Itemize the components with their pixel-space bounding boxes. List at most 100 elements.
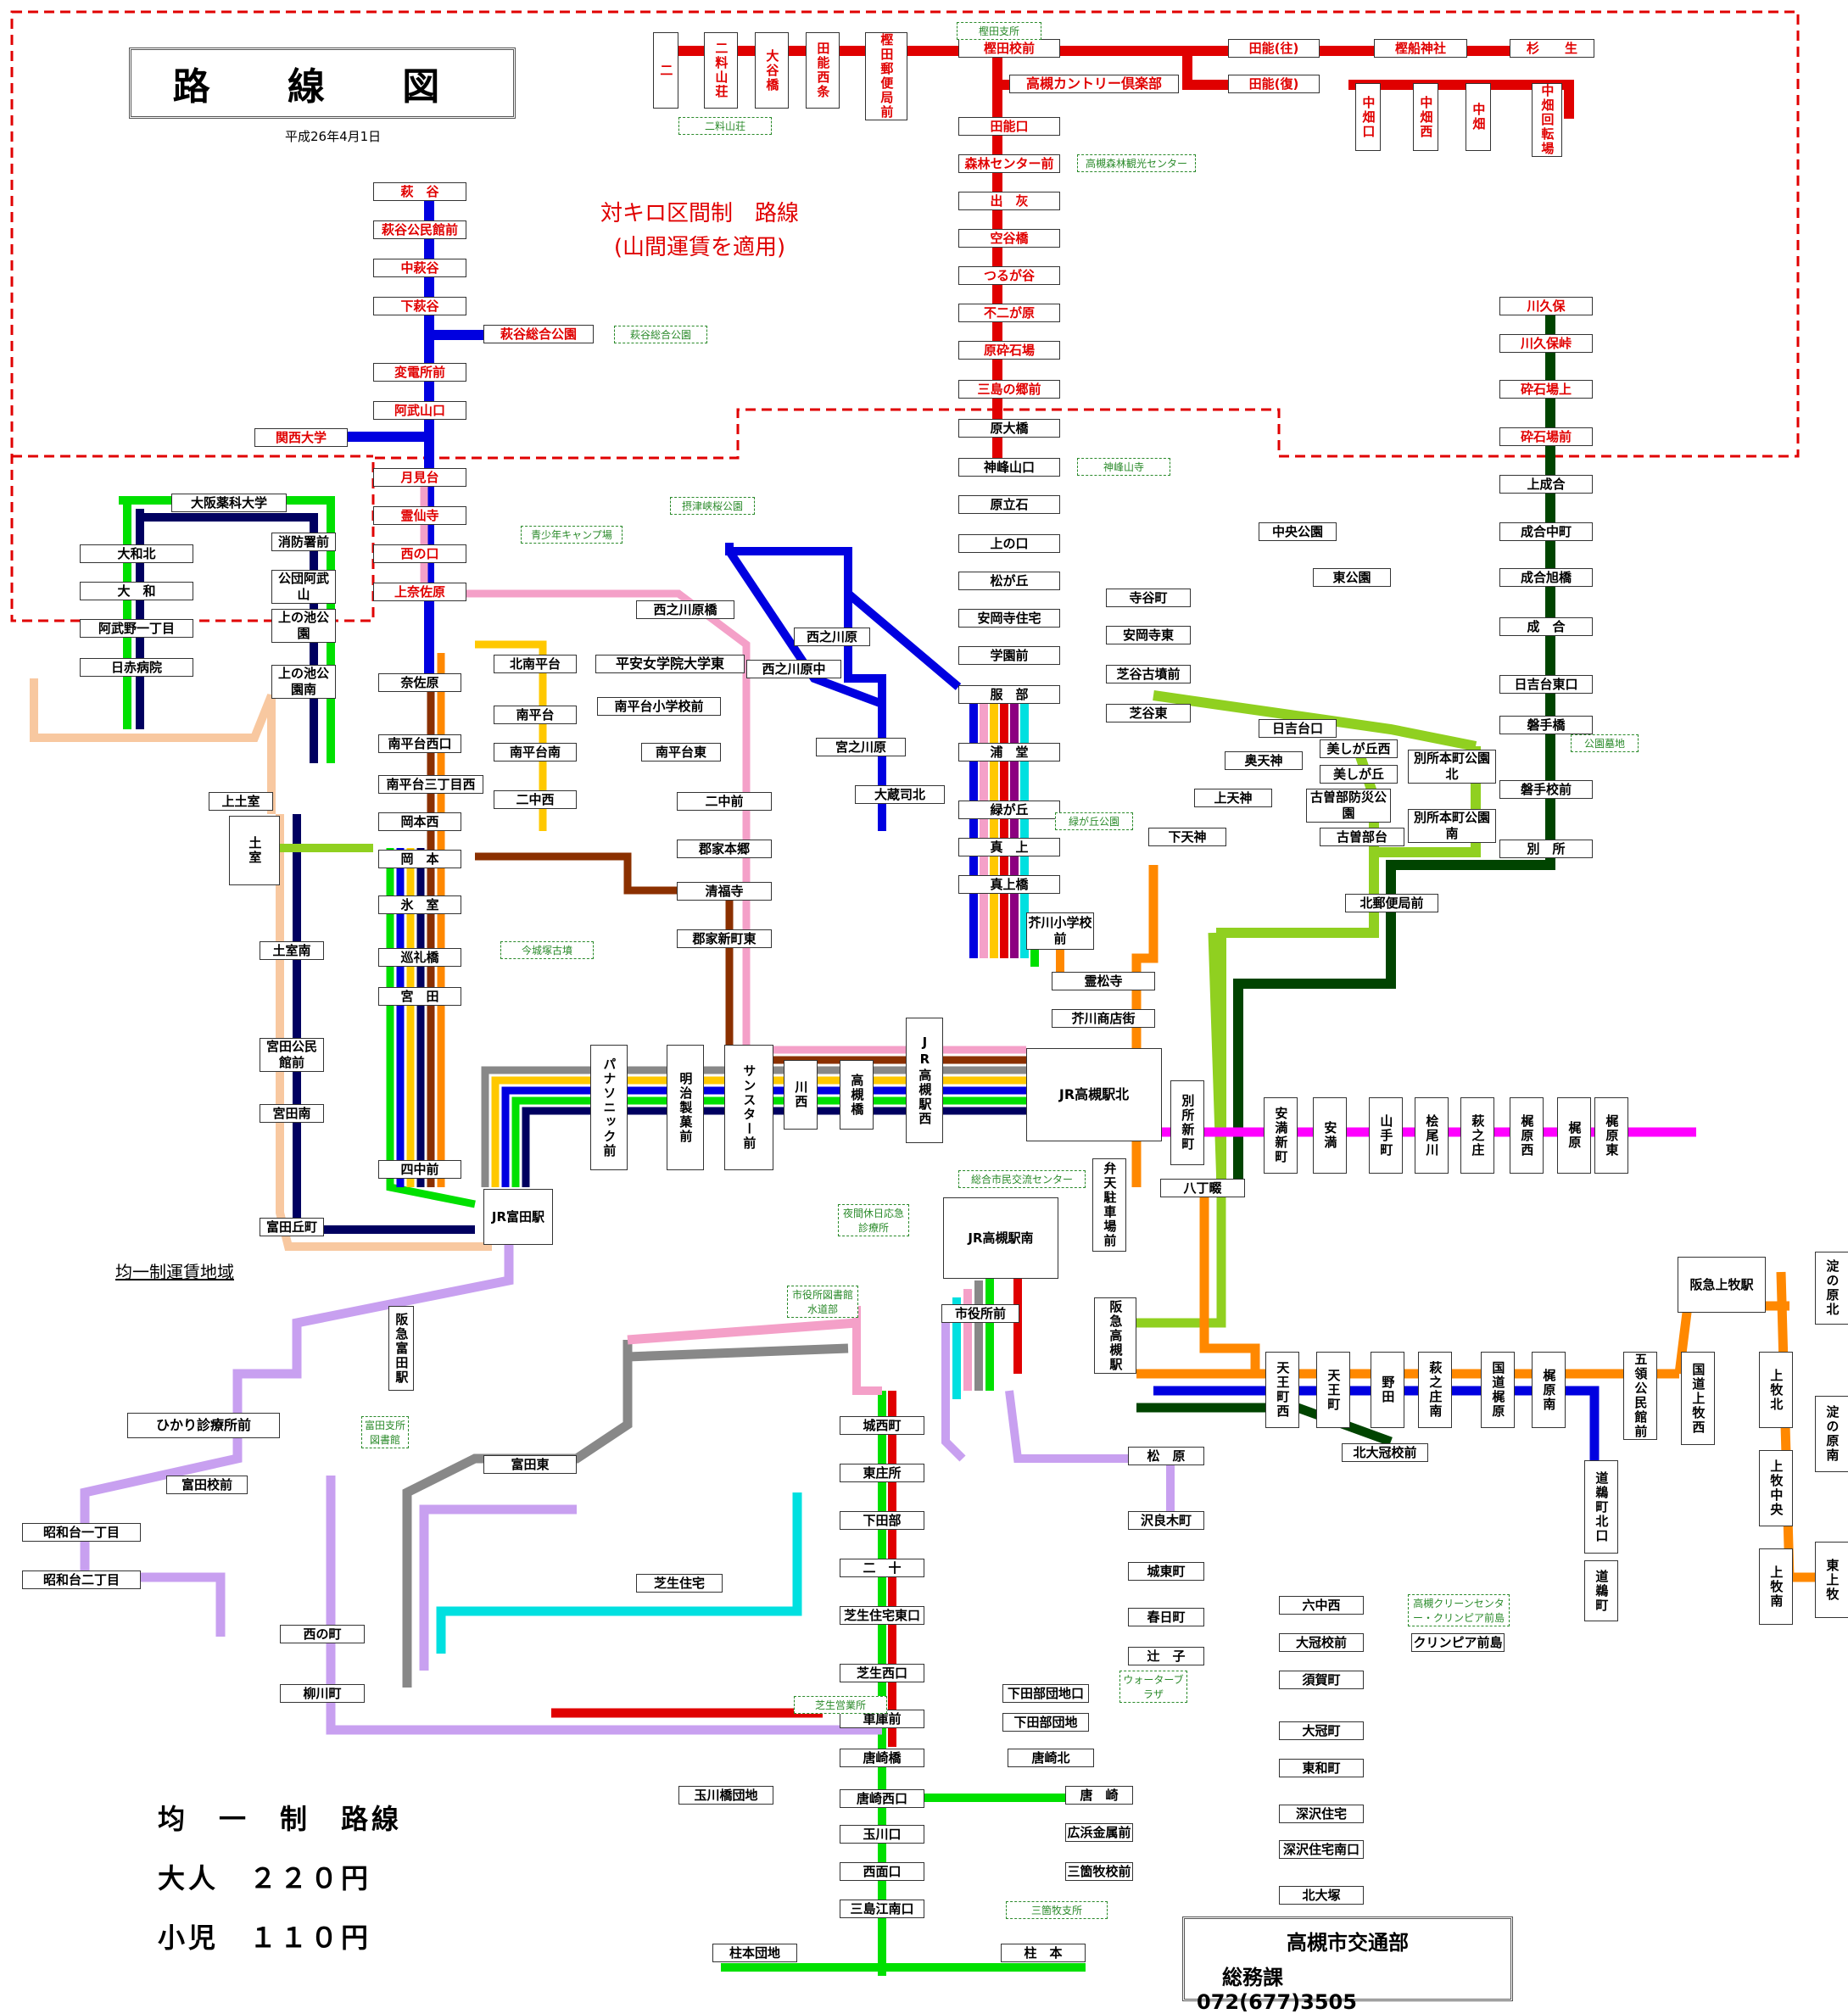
- stop-label: 柱 本: [1001, 1944, 1086, 1962]
- stop-label: 北郵便局前: [1345, 894, 1438, 912]
- stop-label: 唐崎西口: [840, 1789, 924, 1808]
- stop-label: 学園前: [958, 646, 1060, 665]
- stop-label: つるが谷: [958, 266, 1060, 285]
- stop-label: 芝生住宅: [636, 1574, 723, 1593]
- stop-label: 芝谷古墳前: [1106, 665, 1191, 683]
- stop-label: 大 和: [80, 582, 193, 600]
- stop-label: 日吉台口: [1259, 719, 1337, 738]
- stop-label: 須賀町: [1279, 1671, 1364, 1689]
- stop-label: 東庄所: [840, 1464, 924, 1482]
- stop-label: 萩谷公民館前: [373, 220, 466, 239]
- page-title: 路 線 図: [129, 47, 516, 119]
- stop-label: 淀の原北: [1815, 1252, 1848, 1325]
- stop-label: 神峰山口: [958, 458, 1060, 477]
- stop-label: 萩之庄: [1460, 1097, 1494, 1174]
- stop-label: JR高槻駅南: [943, 1197, 1058, 1279]
- stop-label: 清福寺: [677, 882, 772, 901]
- stop-label: 岡本西: [378, 812, 461, 831]
- stop-label: 道鵜町北口: [1584, 1460, 1618, 1554]
- stop-label: 道鵜町: [1584, 1560, 1618, 1621]
- stop-label: 中畑口: [1355, 83, 1381, 151]
- stop-label: 南平台東: [641, 743, 721, 762]
- stop-label: 唐崎北: [1008, 1749, 1094, 1767]
- stop-label: 二料山荘: [704, 32, 738, 109]
- landmark-label: 青少年キャンプ場: [521, 526, 623, 544]
- stop-label: 南平台: [494, 706, 577, 724]
- stop-label: JR高槻駅西: [906, 1018, 943, 1143]
- stop-label: 中畑: [1466, 83, 1491, 151]
- stop-label: 二 十: [840, 1559, 924, 1577]
- stop-label: 沢良木町: [1128, 1511, 1204, 1530]
- landmark-label: 摂津峡桜公園: [670, 497, 755, 515]
- stop-label: 成 合: [1499, 617, 1593, 636]
- fare-adult: 大人 ２２０円: [158, 1862, 372, 1894]
- stop-label: 上の池公園: [271, 609, 336, 643]
- stop-label: JR富田駅: [483, 1189, 553, 1245]
- stop-label: クリンピア前島: [1411, 1633, 1505, 1652]
- stop-label: 明治製菓前: [667, 1045, 704, 1170]
- stop-label: 安岡寺東: [1106, 626, 1191, 644]
- stop-label: 弁天駐車場前: [1092, 1158, 1126, 1252]
- stop-label: 出 灰: [958, 192, 1060, 210]
- stop-label: 芥川小学校前: [1026, 912, 1094, 950]
- stop-label: 国道上牧西: [1681, 1352, 1715, 1445]
- stop-label: 消防署前: [271, 533, 336, 551]
- contact-row: 総務課 072(677)3505: [1197, 1961, 1499, 2014]
- stop-label: 奈佐原: [378, 673, 461, 692]
- stop-label: 上牧北: [1759, 1352, 1793, 1428]
- stop-label: 西之川原中: [746, 660, 841, 678]
- stop-label: 野田: [1371, 1352, 1404, 1428]
- stop-label: 宮 田: [378, 987, 461, 1006]
- stop-label: 西の町: [280, 1625, 365, 1643]
- stop-label: 大蔵司北: [855, 785, 945, 804]
- stop-label: 不二が原: [958, 304, 1060, 322]
- stop-label: ひかり診療所前: [127, 1413, 280, 1438]
- contact-dept: 総務課: [1222, 1966, 1283, 1989]
- stop-label: 南平台三丁目西: [378, 775, 483, 794]
- stop-label: 樫田郵便局前: [865, 32, 907, 120]
- stop-label: 梶原: [1557, 1097, 1591, 1174]
- stop-label: 寺谷町: [1106, 589, 1191, 607]
- stop-label: 城東町: [1128, 1562, 1204, 1581]
- stop-label: 五領公民館前: [1623, 1352, 1657, 1440]
- route-darkgreen: [1233, 305, 1555, 1187]
- stop-label: 日赤病院: [80, 658, 193, 677]
- contact-phone: 072(677)3505: [1197, 1990, 1357, 2014]
- stop-label: 大冠校前: [1279, 1633, 1364, 1652]
- stop-label: 唐崎橋: [840, 1749, 924, 1767]
- stop-label: 昭和台一丁目: [22, 1523, 141, 1542]
- stop-label: 磐手校前: [1499, 780, 1593, 799]
- stop-label: 三箇牧校前: [1065, 1862, 1133, 1881]
- stop-label: 下天神: [1148, 828, 1226, 846]
- stop-label: 浦 堂: [958, 743, 1060, 762]
- stop-label: 別所本町公園北: [1408, 750, 1496, 784]
- stop-label: 田能(復): [1228, 75, 1320, 93]
- stop-label: 霊松寺: [1052, 972, 1155, 990]
- stop-label: 大冠町: [1279, 1721, 1364, 1740]
- stop-label: 成合旭橋: [1499, 568, 1593, 587]
- landmark-label: 芝生営業所: [794, 1696, 887, 1714]
- stop-label: 原大橋: [958, 419, 1060, 438]
- stop-label: 松 原: [1128, 1447, 1204, 1465]
- stop-label: 樫田校前: [958, 39, 1060, 58]
- stop-label: 大和北: [80, 544, 193, 563]
- stop-label: 高槻橋: [840, 1060, 874, 1130]
- stop-label: 真上橋: [958, 875, 1060, 894]
- contact-box: 高槻市交通部 総務課 072(677)3505: [1182, 1916, 1513, 2014]
- stop-label: 萩谷総合公園: [483, 325, 594, 343]
- stop-label: 阪急上牧駅: [1678, 1257, 1766, 1313]
- stop-label: 昭和台二丁目: [22, 1570, 141, 1589]
- stop-label: 美しが丘西: [1320, 739, 1398, 758]
- stop-label: 森林センター前: [958, 154, 1060, 173]
- stop-label: 下田部団地: [1002, 1713, 1089, 1732]
- route-west-columns: [386, 475, 751, 1208]
- stop-label: 中央公園: [1259, 522, 1337, 541]
- stop-label: 梶原南: [1532, 1352, 1566, 1428]
- stop-label: 宮田公民館前: [260, 1038, 324, 1072]
- stop-label: 阿武野一丁目: [80, 619, 193, 638]
- stop-label: 中畑回転場: [1532, 83, 1562, 157]
- stop-label: 山手町: [1369, 1097, 1403, 1174]
- stop-label: 北大塚: [1279, 1886, 1364, 1905]
- landmark-label: ウォーターブラザ: [1119, 1671, 1187, 1703]
- stop-label: 郡家本郷: [677, 840, 772, 858]
